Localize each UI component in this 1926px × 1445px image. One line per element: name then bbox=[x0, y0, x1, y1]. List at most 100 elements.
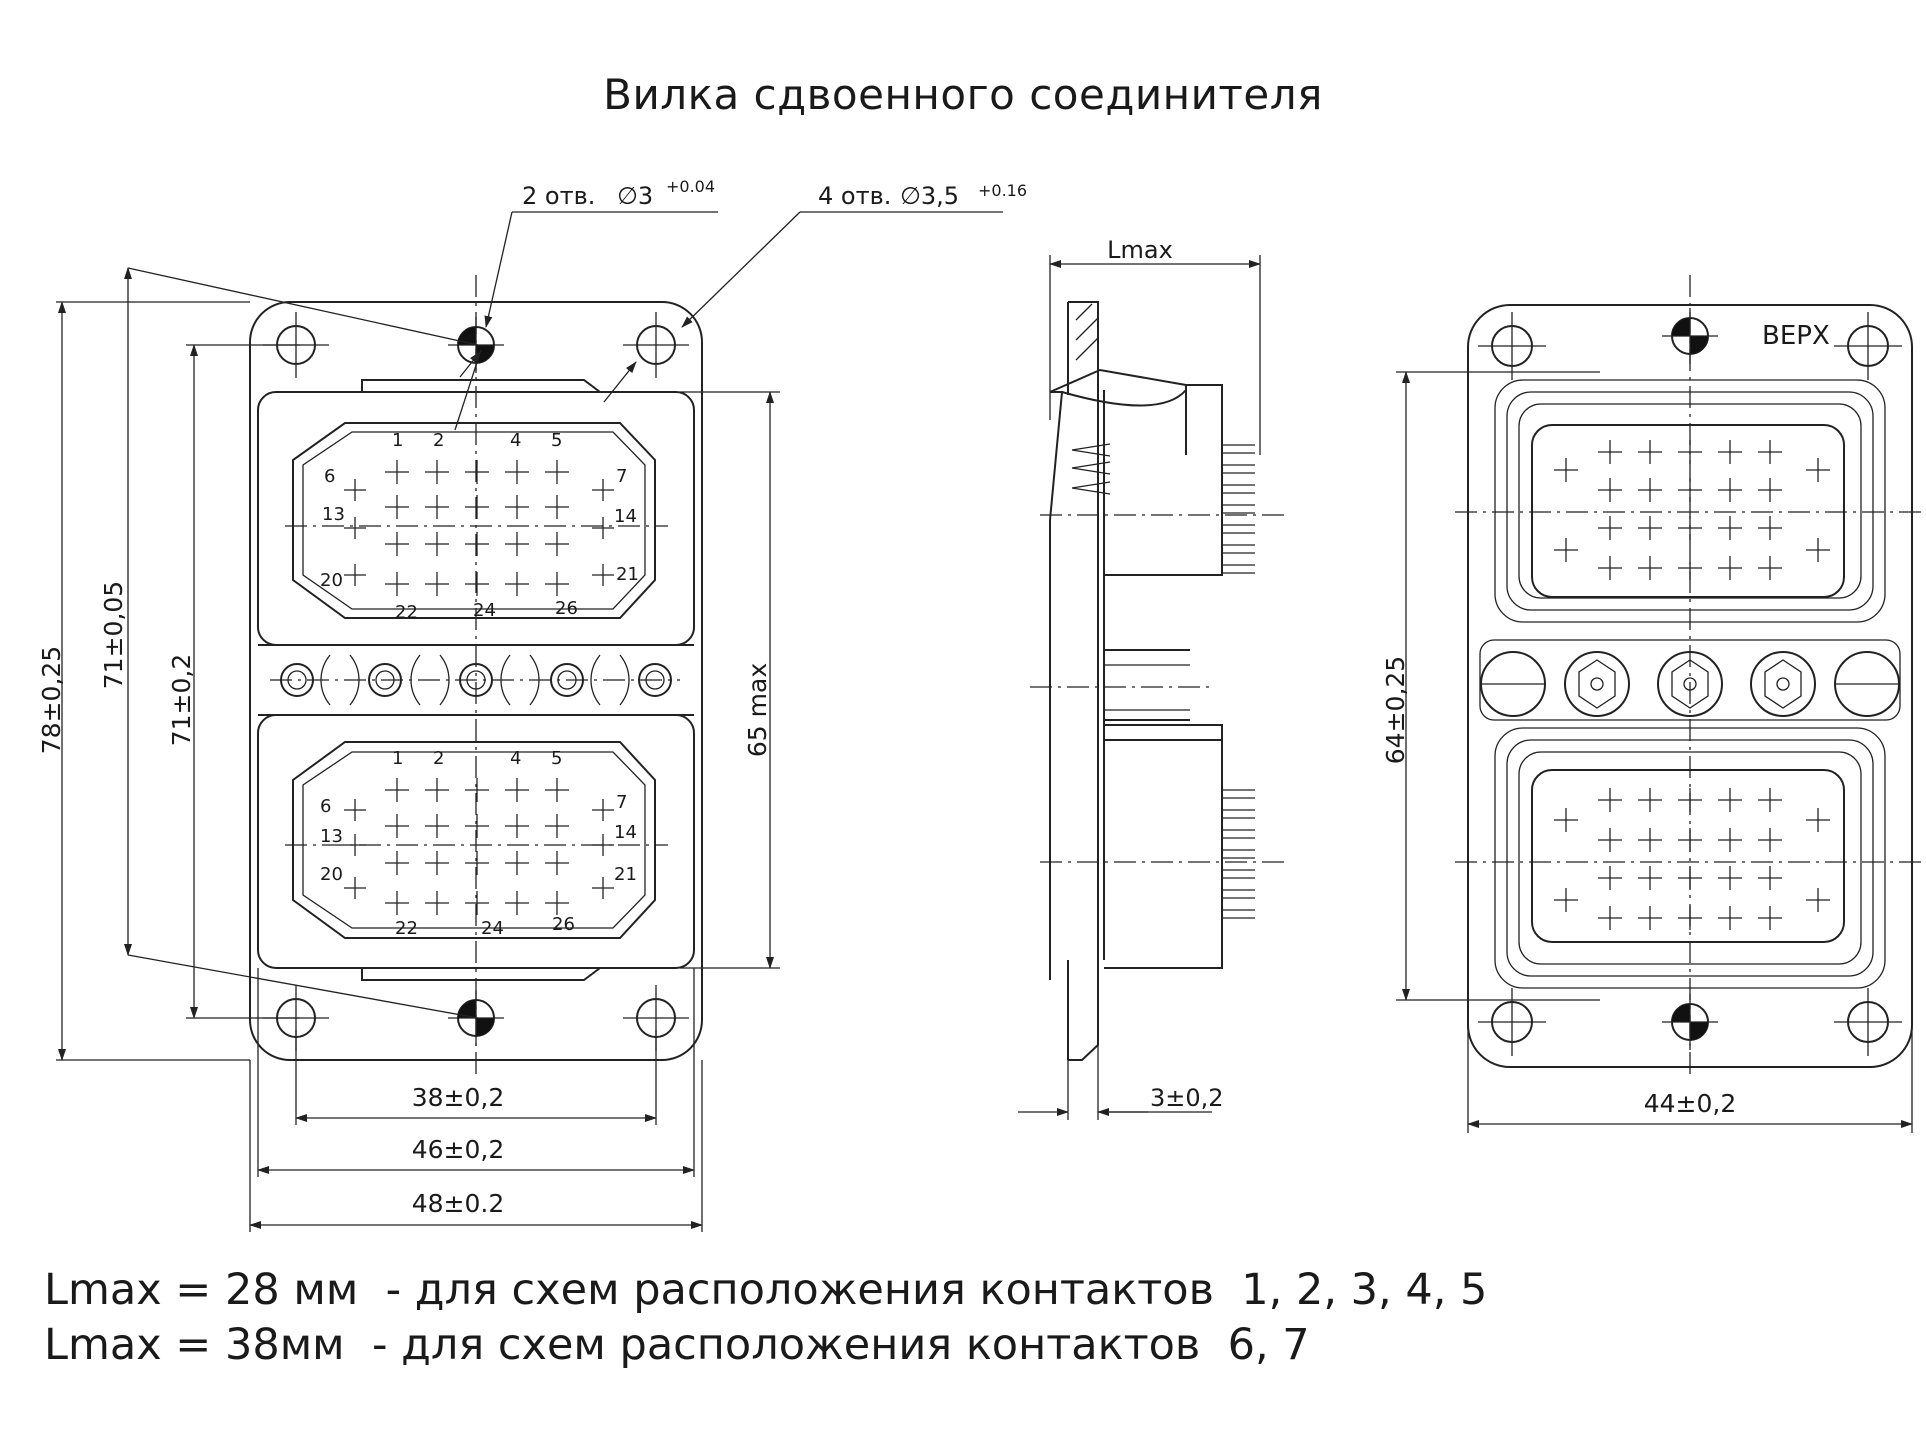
contact-mark bbox=[1638, 906, 1662, 930]
contact-mark bbox=[425, 572, 449, 596]
svg-text:14: 14 bbox=[614, 506, 637, 527]
contact-mark bbox=[592, 479, 614, 501]
dim-lmax: Lmax bbox=[1107, 236, 1173, 264]
dim-65-max: 65 max bbox=[743, 663, 772, 757]
contact-mark bbox=[592, 517, 614, 539]
contact-mark bbox=[1758, 906, 1782, 930]
contact-mark bbox=[545, 495, 569, 519]
contact-mark bbox=[1554, 458, 1578, 482]
contact-mark bbox=[465, 572, 489, 596]
contact-mark bbox=[545, 460, 569, 484]
contact-mark bbox=[344, 479, 366, 501]
svg-text:4: 4 bbox=[510, 748, 521, 769]
contact-mark bbox=[505, 532, 529, 556]
contact-mark bbox=[1638, 788, 1662, 812]
svg-text:20: 20 bbox=[320, 570, 343, 591]
front-upper-labels: 1 2 4 5 6 7 13 14 20 21 22 24 26 bbox=[320, 430, 639, 623]
contact-mark bbox=[1718, 440, 1742, 464]
contact-mark bbox=[385, 532, 409, 556]
contact-mark bbox=[344, 517, 366, 539]
dim-38: 38±0,2 bbox=[412, 1083, 505, 1112]
rear-mount-hole-top-right bbox=[1834, 312, 1902, 380]
contact-mark bbox=[385, 778, 409, 802]
callout-4-holes: 4 отв. bbox=[818, 182, 891, 210]
contact-mark bbox=[425, 891, 449, 915]
contact-mark bbox=[385, 851, 409, 875]
contact-mark bbox=[425, 814, 449, 838]
svg-text:13: 13 bbox=[322, 504, 345, 525]
svg-text:22: 22 bbox=[395, 918, 418, 939]
svg-text:1: 1 bbox=[392, 430, 403, 451]
svg-text:1: 1 bbox=[392, 748, 403, 769]
rear-mount-hole-bottom-right bbox=[1834, 988, 1902, 1056]
dim-48: 48±0.2 bbox=[412, 1189, 505, 1218]
contact-mark bbox=[1718, 788, 1742, 812]
contact-mark bbox=[425, 495, 449, 519]
contact-mark bbox=[385, 814, 409, 838]
contact-mark bbox=[505, 460, 529, 484]
contact-mark bbox=[545, 851, 569, 875]
svg-text:24: 24 bbox=[473, 600, 496, 621]
svg-text:7: 7 bbox=[616, 466, 627, 487]
contact-mark bbox=[1806, 888, 1830, 912]
contact-mark bbox=[425, 460, 449, 484]
contact-mark bbox=[505, 572, 529, 596]
contact-mark bbox=[592, 799, 614, 821]
contact-mark bbox=[1758, 516, 1782, 540]
svg-text:26: 26 bbox=[552, 914, 575, 935]
dim-71-02: 71±0,2 bbox=[167, 654, 196, 747]
contact-mark bbox=[1806, 808, 1830, 832]
contact-mark bbox=[1718, 478, 1742, 502]
svg-text:6: 6 bbox=[320, 796, 331, 817]
contact-mark bbox=[505, 778, 529, 802]
contact-mark bbox=[1638, 828, 1662, 852]
contact-mark bbox=[465, 532, 489, 556]
contact-mark bbox=[385, 495, 409, 519]
rear-guide-hole-top bbox=[1662, 308, 1718, 364]
callout-2-holes-tol: +0.04 bbox=[666, 177, 715, 196]
front-lower-labels: 1 2 4 5 6 7 13 14 20 21 22 24 26 bbox=[320, 748, 637, 939]
contact-mark bbox=[545, 572, 569, 596]
contact-mark bbox=[1554, 538, 1578, 562]
svg-text:26: 26 bbox=[555, 598, 578, 619]
callout-2-holes: 2 отв. bbox=[522, 182, 595, 210]
svg-text:20: 20 bbox=[320, 864, 343, 885]
contact-mark bbox=[1598, 478, 1622, 502]
contact-mark bbox=[465, 814, 489, 838]
contact-mark bbox=[545, 532, 569, 556]
contact-mark bbox=[385, 572, 409, 596]
dim-64: 64±0,25 bbox=[1381, 656, 1410, 764]
contact-mark bbox=[1598, 556, 1622, 580]
contact-mark bbox=[465, 495, 489, 519]
contact-mark bbox=[505, 814, 529, 838]
contact-mark bbox=[1758, 866, 1782, 890]
contact-mark bbox=[1758, 788, 1782, 812]
contact-mark bbox=[1638, 516, 1662, 540]
contact-mark bbox=[465, 778, 489, 802]
contact-mark bbox=[425, 778, 449, 802]
contact-mark bbox=[1598, 440, 1622, 464]
contact-mark bbox=[1758, 828, 1782, 852]
contact-mark bbox=[344, 877, 366, 899]
contact-mark bbox=[1806, 458, 1830, 482]
svg-text:14: 14 bbox=[614, 822, 637, 843]
contact-mark bbox=[1758, 478, 1782, 502]
contact-mark bbox=[1758, 556, 1782, 580]
contact-mark bbox=[1598, 906, 1622, 930]
svg-text:4: 4 bbox=[510, 430, 521, 451]
contact-mark bbox=[545, 891, 569, 915]
contact-mark bbox=[505, 851, 529, 875]
contact-mark bbox=[592, 877, 614, 899]
svg-text:22: 22 bbox=[395, 602, 418, 623]
contact-mark bbox=[1758, 440, 1782, 464]
rear-mount-hole-top-left bbox=[1478, 312, 1546, 380]
rear-mid-socket bbox=[1750, 651, 1816, 717]
callout-4-holes-tol: +0.16 bbox=[978, 181, 1027, 200]
svg-text:21: 21 bbox=[616, 564, 639, 585]
svg-text:5: 5 bbox=[551, 748, 562, 769]
front-lower-insert bbox=[292, 741, 656, 939]
contact-mark bbox=[1638, 478, 1662, 502]
contact-mark bbox=[545, 814, 569, 838]
contact-mark bbox=[1638, 440, 1662, 464]
dim-71-005: 71±0,05 bbox=[99, 581, 128, 689]
